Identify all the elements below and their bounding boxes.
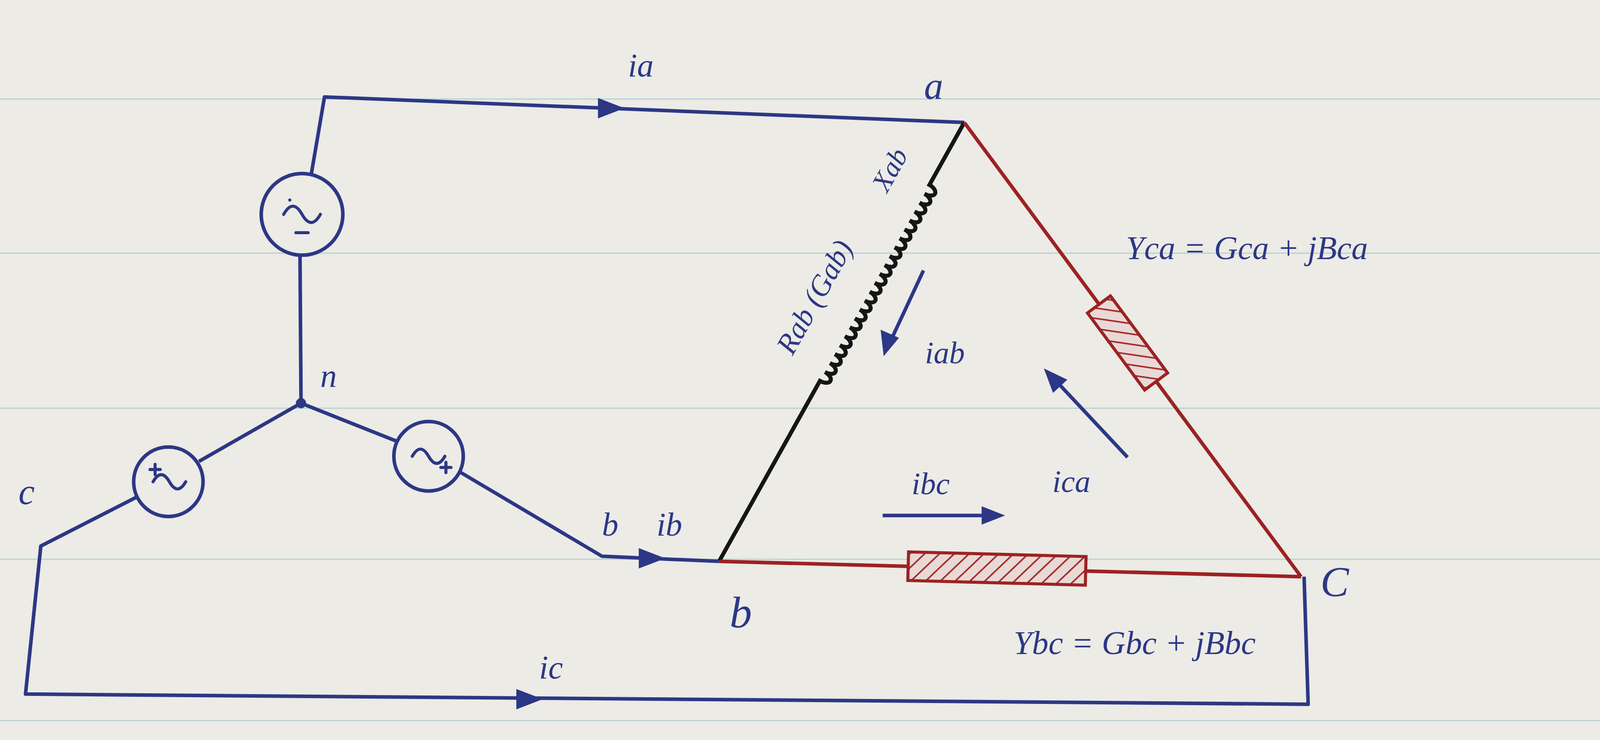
polarity-mark xyxy=(289,199,308,233)
line-b-wire xyxy=(459,471,720,562)
current-label: ic xyxy=(538,650,563,684)
line-c-wire xyxy=(25,496,1309,704)
arrowhead xyxy=(1043,368,1068,393)
polarity-mark xyxy=(440,461,451,473)
arrowheads xyxy=(516,97,1068,709)
voltage-sources xyxy=(133,173,464,517)
neutral-dot xyxy=(295,397,307,409)
impedance-label: Xab xyxy=(866,143,913,196)
branch-ca-wire xyxy=(964,122,1302,577)
current-label: ibc xyxy=(911,468,950,500)
admittance-label: Ybc = Gbc + jBbc xyxy=(1013,626,1256,660)
sine-mark xyxy=(412,449,445,464)
current-arrow-bc xyxy=(882,513,995,518)
delta-red-branches xyxy=(719,122,1301,577)
source-wiring xyxy=(25,97,1309,705)
arrowhead xyxy=(638,547,666,569)
sine-mark xyxy=(283,206,321,223)
source-marks xyxy=(149,199,451,489)
current-label: ib xyxy=(656,507,683,541)
inductor-symbol xyxy=(719,122,973,566)
neutral-wire-b xyxy=(300,403,396,442)
polarity-mark xyxy=(149,464,161,475)
current-label: ia xyxy=(627,48,654,82)
node-label: c xyxy=(18,473,35,511)
ac-source-symbol xyxy=(261,173,343,256)
ac-source-symbol xyxy=(133,446,203,517)
neutral-wire-c xyxy=(198,403,301,462)
current-label: iab xyxy=(924,337,965,369)
impedance-label: Rab (Gab) xyxy=(770,235,858,359)
node-label: C xyxy=(1320,560,1349,604)
ruled-lines xyxy=(0,98,1600,721)
neutral-wire-a xyxy=(299,255,301,403)
arrowhead xyxy=(598,97,625,119)
node-label: n xyxy=(320,359,337,393)
admittance-label: Yca = Gca + jBca xyxy=(1126,231,1369,265)
line-a-wire xyxy=(311,97,965,175)
admittance-symbol xyxy=(1087,295,1168,390)
arrowhead xyxy=(981,506,1006,525)
current-arrow-ca xyxy=(1051,375,1128,458)
ac-source-symbol xyxy=(393,421,464,491)
inductor-branch-ab xyxy=(719,122,973,566)
node-label: b xyxy=(602,507,619,541)
admittance-symbol xyxy=(907,551,1086,586)
admittance-elements xyxy=(907,295,1168,586)
arrowhead xyxy=(880,329,900,357)
sine-mark xyxy=(153,474,186,489)
arrowhead xyxy=(516,688,543,709)
current-label: ica xyxy=(1052,465,1091,498)
node-label: b xyxy=(729,590,753,635)
node-label: a xyxy=(923,66,944,106)
